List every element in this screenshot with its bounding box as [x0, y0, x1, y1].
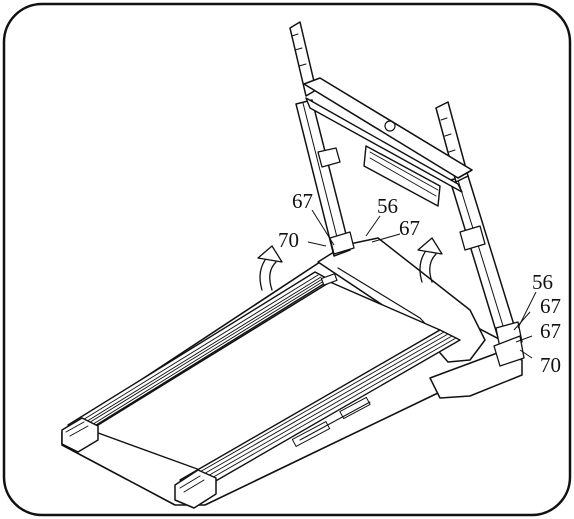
- left-upright: [289, 21, 355, 257]
- callout-label: 67: [399, 216, 420, 240]
- callout-label: 67: [540, 319, 561, 343]
- callout-label: 67: [540, 294, 561, 318]
- treadmill-deck: [61, 237, 523, 509]
- callout-label: 56: [532, 270, 553, 294]
- fold-arrow-left: [257, 245, 283, 291]
- callout-label: 70: [278, 228, 299, 252]
- callout-label: 67: [292, 189, 313, 213]
- fold-arrow-right: [417, 237, 443, 283]
- callout-label: 56: [377, 194, 398, 218]
- callout-labels: 67 56 70 67 56 67 67 70: [278, 189, 561, 377]
- callout-label: 70: [540, 353, 561, 377]
- leader-lines: [307, 209, 537, 359]
- console-crossbar: [303, 77, 473, 207]
